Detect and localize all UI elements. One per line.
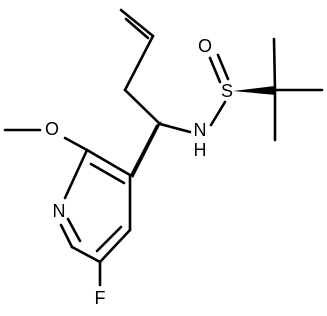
wedge-sulfur-to-tbutyl	[233, 86, 276, 95]
ring-bond-c5-c6	[70, 245, 102, 264]
bond-sulfinyl-double-b	[216, 53, 230, 81]
label-amine-nitrogen: N	[194, 120, 207, 140]
ring-bond-c4-c5-inner	[95, 225, 123, 253]
label-sulfur: S	[221, 81, 233, 101]
bond-vinyl-terminal-b	[124, 17, 150, 40]
wedge-stereocenter-to-ring	[130, 121, 162, 178]
bond-c2-to-methoxy-o	[63, 136, 89, 152]
bond-sulfinyl-double-a	[208, 56, 222, 84]
label-sulfinyl-oxygen: O	[198, 36, 212, 56]
ring-bond-c6-n-inner	[66, 217, 82, 243]
bond-nh-to-sulfur	[209, 100, 227, 127]
ring-bond-c2-c2inner	[89, 162, 126, 185]
label-ring-nitrogen: N	[53, 201, 66, 221]
label-amine-hydrogen: H	[194, 140, 207, 160]
bond-stereocenter-to-nh	[158, 122, 192, 134]
bond-ch2-to-stereocenter	[123, 88, 162, 126]
bond-tbutyl-methyl-up	[272, 37, 277, 92]
ring-bond-c3-c2	[85, 148, 132, 177]
ring-bond-c4-c5	[98, 228, 132, 264]
bond-vinyl-terminal-a	[119, 8, 155, 38]
ring-bond-c6-n	[59, 223, 74, 249]
label-fluorine: F	[95, 288, 106, 308]
ring-bond-n-c2	[63, 148, 89, 200]
bond-vinyl-to-ch2	[123, 34, 155, 92]
label-methoxy-oxygen: O	[45, 119, 59, 139]
